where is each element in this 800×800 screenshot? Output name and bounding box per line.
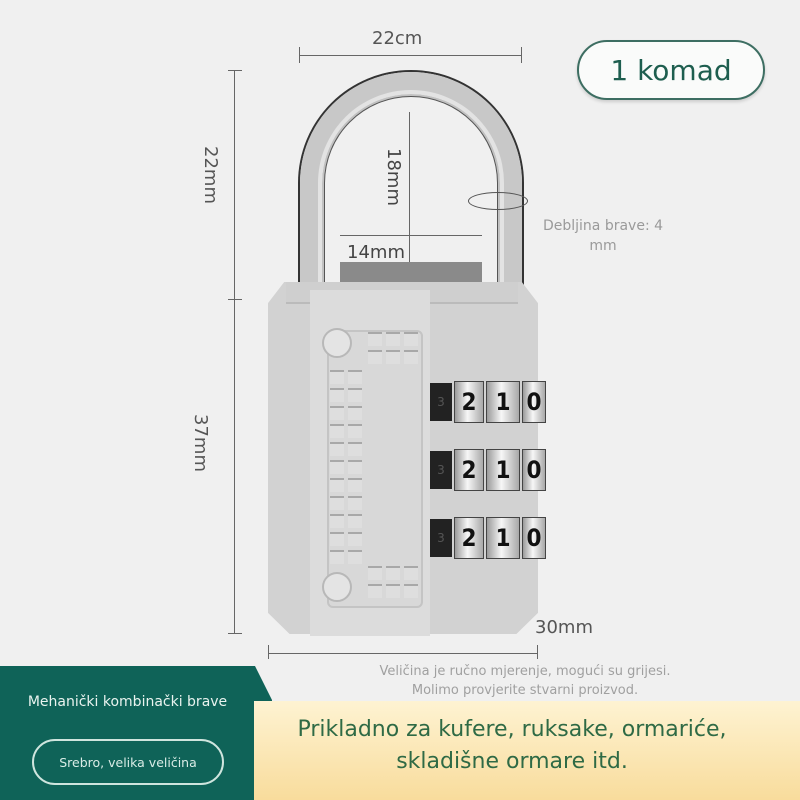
width-dim-line [299,55,522,56]
body-width-dim-line [268,653,538,654]
height-dim-tick-top [228,70,242,71]
body-height-label: 37mm [190,414,211,472]
variant-option-button[interactable]: Srebro, velika veličina [32,739,224,785]
dial-digit: 2 [454,517,484,559]
dial-digit: 1 [486,449,520,491]
inner-width-dim-line [340,235,482,236]
combination-dial-1[interactable]: 3 2 1 0 [430,381,550,423]
shackle-base [340,262,482,282]
dial-digit: 0 [522,381,546,423]
dial-digit-hidden: 3 [430,383,452,421]
height-dim-line-top [234,70,235,634]
inner-height-dim-line [409,112,410,262]
thickness-note: Debljina brave: 4 mm [542,218,664,254]
shackle-width-label: 22cm [372,28,423,49]
shackle-inner-width-label: 14mm [347,242,405,263]
grip-grid-bottom [368,566,418,598]
width-dim-tick-left [299,47,300,63]
width-dim-tick-right [521,47,522,63]
grip-grid-side [330,370,362,564]
body-width-label: 30mm [535,617,593,638]
dial-digit: 1 [486,517,520,559]
shackle-height-label: 22mm [200,146,221,204]
dial-digit-hidden: 3 [430,519,452,557]
dial-digit: 2 [454,381,484,423]
product-title: Mehanički kombinački brave [27,694,228,710]
height-dim-tick-mid [228,299,242,300]
usage-panel [254,701,800,800]
usage-text: Prikladno za kufere, ruksake, ormariće, … [297,717,727,774]
quantity-badge: 1 komad [577,40,765,100]
combination-dial-2[interactable]: 3 2 1 0 [430,449,550,491]
screw-bottom [322,572,352,602]
grip-grid-top [368,332,418,364]
dial-digit: 0 [522,449,546,491]
body-width-tick-left [268,645,269,659]
dial-digit: 2 [454,449,484,491]
screw-top [322,328,352,358]
shackle-inner-height-label: 18mm [383,148,404,206]
thickness-ring-icon [468,192,528,210]
combination-dial-3[interactable]: 3 2 1 0 [430,517,550,559]
measurement-disclaimer: Veličina je ručno mjerenje, mogući su gr… [379,664,671,698]
body-width-tick-right [537,645,538,659]
dial-digit: 0 [522,517,546,559]
height-dim-tick-bottom [228,633,242,634]
dial-digit: 1 [486,381,520,423]
dial-digit-hidden: 3 [430,451,452,489]
